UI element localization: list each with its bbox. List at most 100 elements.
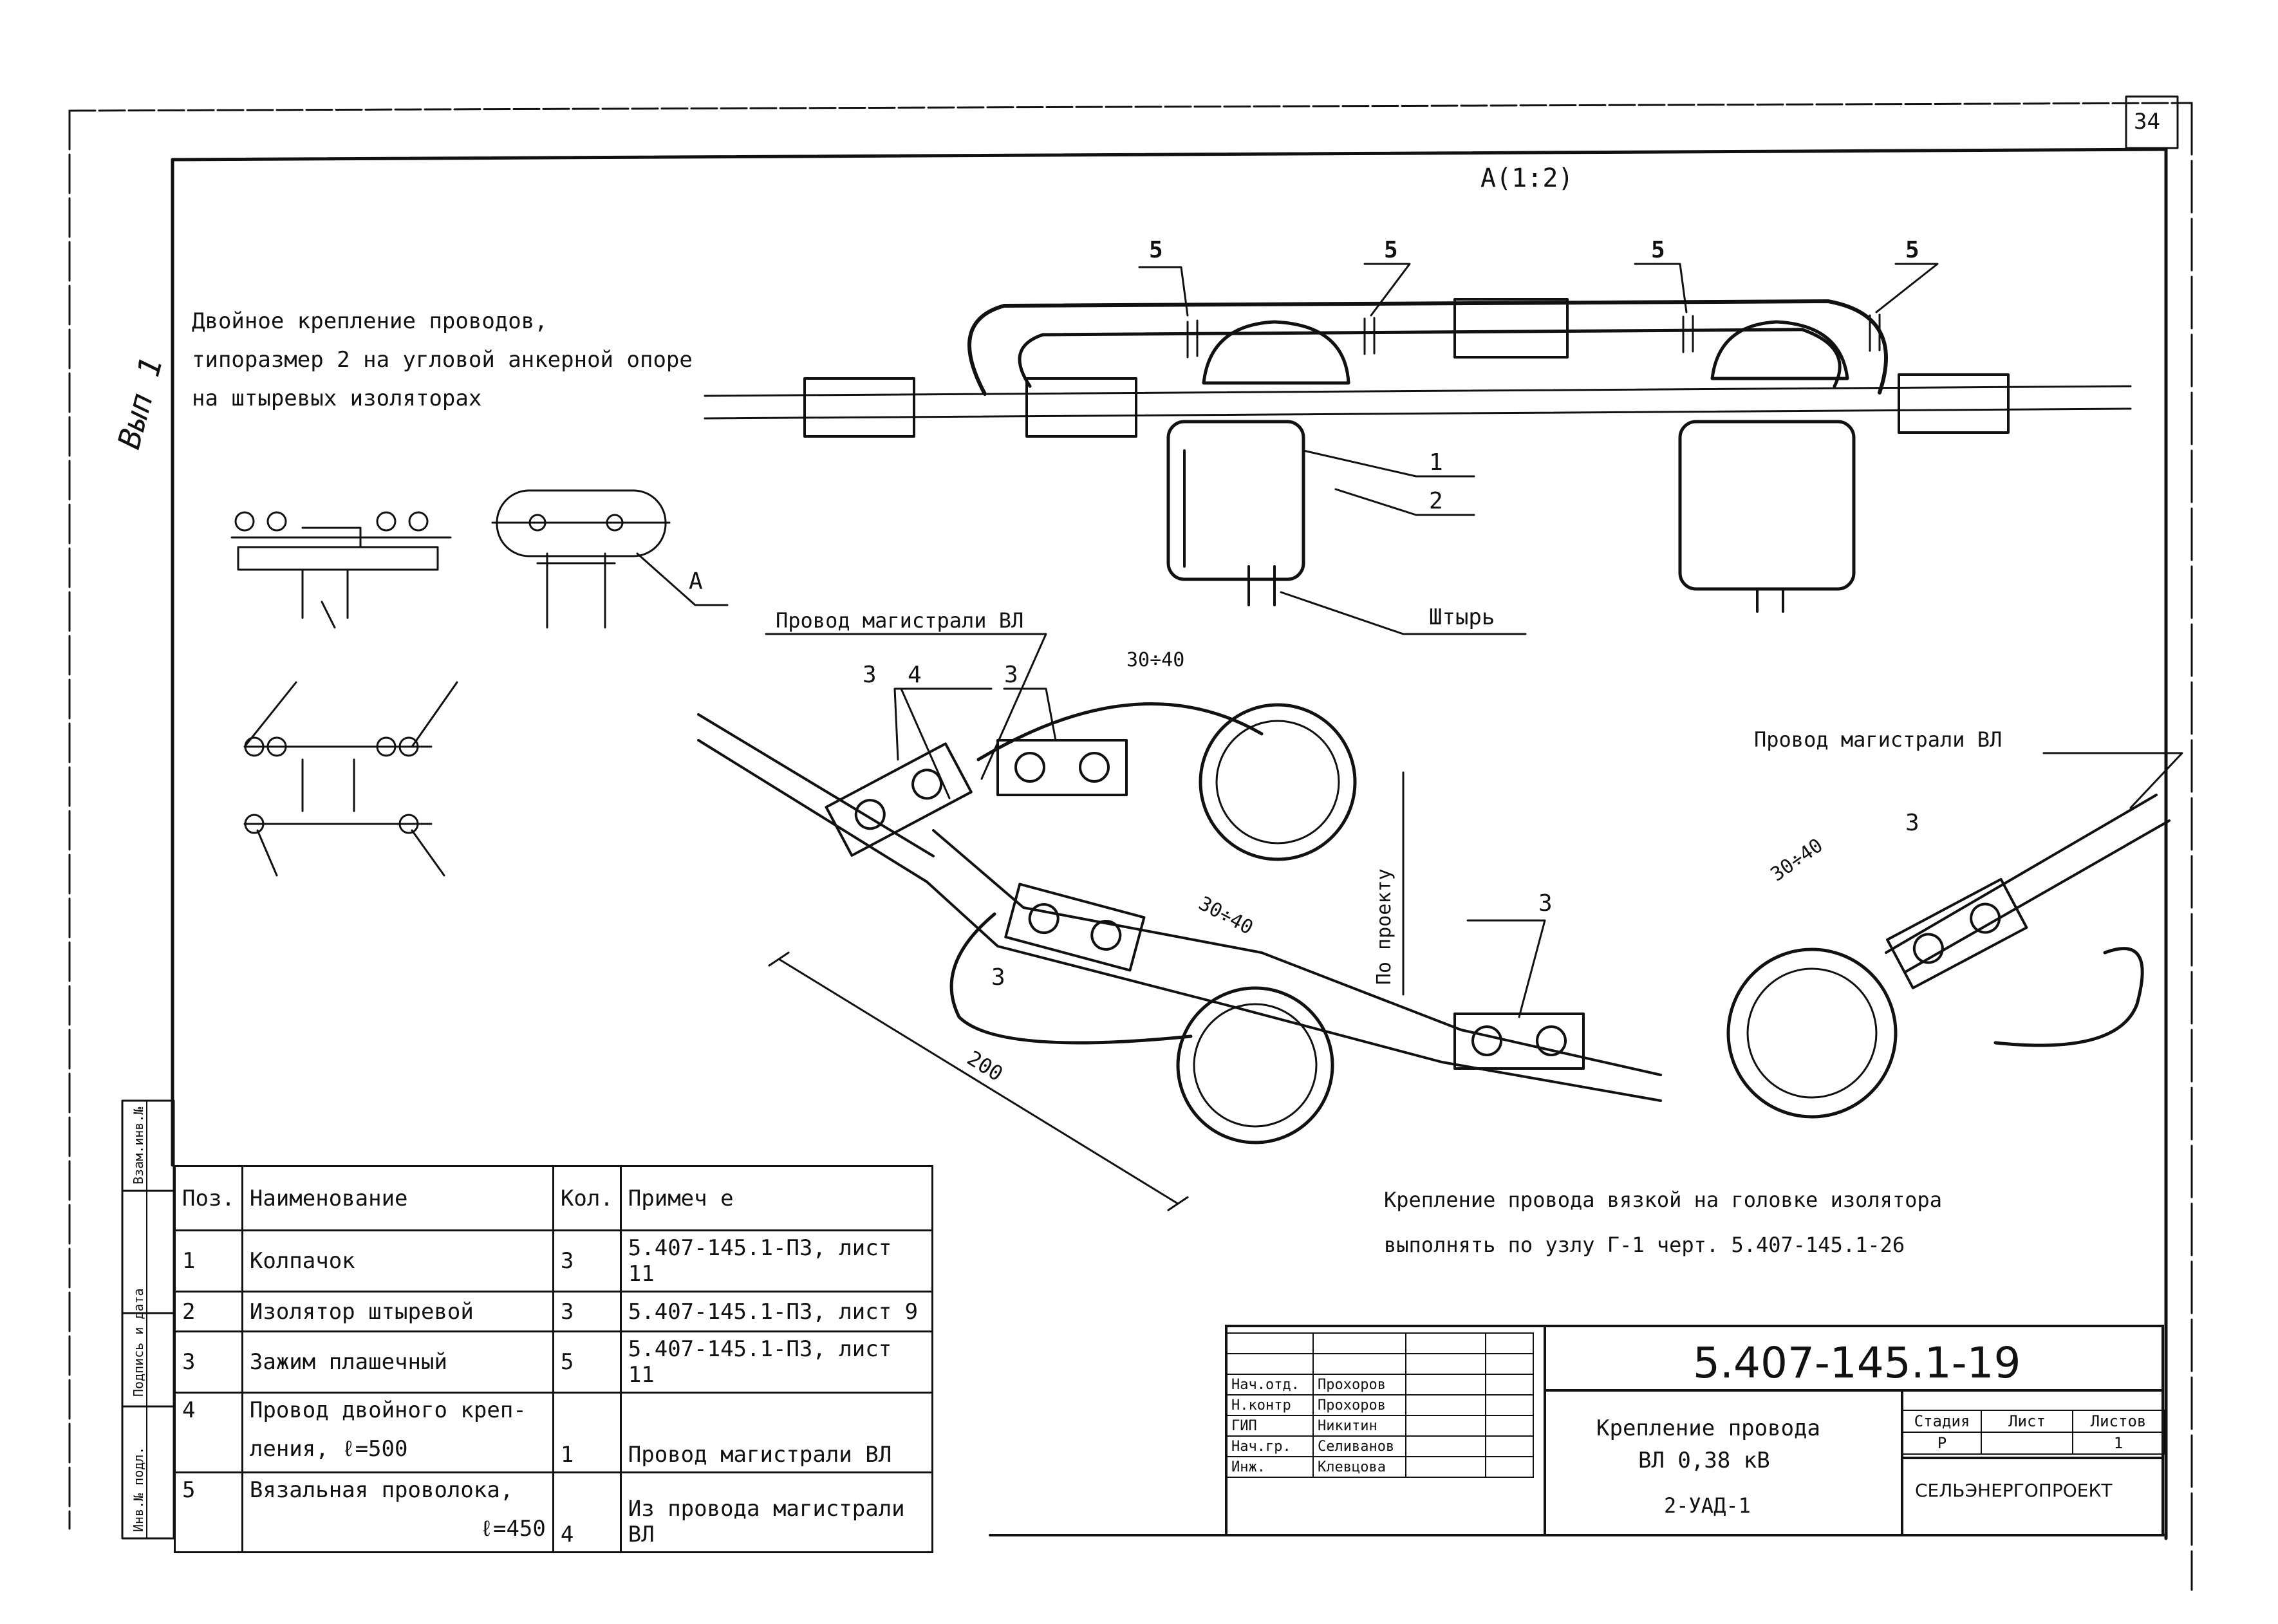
doc-number: 5.407-145.1-19 [1693, 1338, 2021, 1388]
callout-4: 4 [908, 662, 922, 688]
dim-by-project: По проекту [1373, 868, 1396, 985]
sheet-frame [68, 95, 2193, 1591]
callout-5-b: 5 [1384, 237, 1398, 263]
wire-label-left: Провод магистрали ВЛ [776, 608, 1023, 633]
spec-pos: 2 [174, 1291, 243, 1332]
callout-5-a: 5 [1149, 237, 1163, 263]
callout-a: А [689, 568, 703, 595]
spec-qty: 1 [552, 1392, 622, 1473]
stamp-role: Н.контр [1226, 1394, 1314, 1416]
callout-5-d: 5 [1905, 237, 1919, 263]
spec-qty: 3 [552, 1291, 622, 1332]
table-row: 4 Провод двойного креп-ления, ℓ=500 1 Пр… [174, 1392, 934, 1473]
sheets-value: 1 [2072, 1432, 2165, 1455]
spec-name: Колпачок [241, 1229, 554, 1293]
title-line-3: на штыревых изоляторах [192, 386, 481, 411]
spec-col-note: Примеч е [619, 1165, 934, 1231]
table-row: 2 Изолятор штыревой 3 5.407-145.1-ПЗ, ли… [174, 1291, 934, 1332]
stamp-row: Нач.гр.Селиванов [1226, 1435, 1534, 1457]
sheet-number: 34 [2134, 109, 2160, 135]
spec-note: Провод магистрали ВЛ [619, 1392, 934, 1473]
spec-qty: 4 [552, 1471, 622, 1553]
spec-pos: 5 [174, 1471, 243, 1553]
spec-note: 5.407-145.1-ПЗ, лист 9 [619, 1291, 934, 1332]
spec-name-line-1: Вязальная проволока, [249, 1477, 514, 1503]
stamp-name: Селиванов [1312, 1435, 1406, 1457]
spec-note: 5.407-145.1-ПЗ, лист 11 [619, 1229, 934, 1293]
spec-qty: 3 [552, 1229, 622, 1293]
dim-30-40-c: 30÷40 [1767, 834, 1827, 886]
spec-name-line-2: ℓ=450 [480, 1516, 546, 1542]
stamp-row [1226, 1332, 1534, 1354]
stamp-name: Никитин [1312, 1415, 1406, 1437]
sheet-value [1981, 1432, 2073, 1455]
callout-3-a: 3 [863, 662, 877, 688]
callout-5-c: 5 [1651, 237, 1665, 263]
side-stamp-1: Инв.№ подл. [131, 1447, 146, 1532]
title-block: 5.407-145.1-19 Крепление провода ВЛ 0,38… [1225, 1325, 2164, 1536]
spec-name: Зажим плашечный [241, 1330, 554, 1394]
stamp-name: Клевцова [1312, 1456, 1406, 1478]
callout-1: 1 [1429, 449, 1443, 476]
spec-name-line-1: Провод двойного креп- [249, 1397, 527, 1423]
view-a-elevation [704, 263, 2132, 635]
sheet-header: Лист [1981, 1410, 2073, 1433]
spec-pos: 3 [174, 1330, 243, 1394]
stamp-row: Нач.отд.Прохоров [1226, 1374, 1534, 1395]
table-row: 1 Колпачок 3 5.407-145.1-ПЗ, лист 11 [174, 1229, 934, 1293]
plan-view [697, 633, 2183, 1211]
callout-3-b: 3 [1004, 662, 1018, 688]
dim-30-40-a: 30÷40 [1126, 649, 1184, 671]
table-row: 5 Вязальная проволока, ℓ=450 4 Из провода… [174, 1471, 934, 1553]
callout-3-e: 3 [1905, 810, 1919, 836]
side-stamp-2: Подпись и дата [131, 1288, 146, 1397]
callout-pin: Штырь [1429, 604, 1495, 630]
stage-table: Стадия Лист Листов Р 1 [1902, 1410, 2165, 1455]
stamp-name: Прохоров [1312, 1394, 1406, 1416]
spec-header-row: Поз. Наименование Кол. Примеч е [174, 1165, 934, 1231]
drawing-code: 2-УАД-1 [1664, 1493, 1751, 1518]
stamp-role: Инж. [1226, 1456, 1314, 1478]
callout-3-d: 3 [1538, 890, 1553, 917]
margin-note: Вып 1 [111, 353, 169, 453]
table-row: 3 Зажим плашечный 5 5.407-145.1-ПЗ, лист… [174, 1330, 934, 1394]
stamp-role: Нач.отд. [1226, 1374, 1314, 1395]
wire-label-right: Провод магистрали ВЛ [1754, 727, 2002, 752]
dim-200: 200 [963, 1046, 1007, 1087]
stage-header-row: Стадия Лист Листов [1902, 1410, 2165, 1433]
callout-3-c: 3 [991, 964, 1005, 991]
sheets-header: Листов [2072, 1410, 2165, 1433]
callout-2: 2 [1429, 488, 1443, 514]
stamp-role: ГИП [1226, 1415, 1314, 1437]
organization: СЕЛЬЭНЕРГОПРОЕКТ [1915, 1480, 2113, 1501]
title-line-1: Двойное крепление проводов, [192, 308, 548, 334]
drawing-title-2: ВЛ 0,38 кВ [1638, 1448, 1770, 1473]
side-stamp [121, 1099, 175, 1540]
spec-pos: 4 [174, 1392, 243, 1473]
note-line-1: Крепление провода вязкой на головке изол… [1384, 1188, 1942, 1212]
dim-30-40-b: 30÷40 [1195, 892, 1256, 939]
stamp-row: Инж.Клевцова [1226, 1456, 1534, 1478]
title-line-2: типоразмер 2 на угловой анкерной опоре [192, 347, 693, 373]
overview-binding [243, 681, 458, 877]
specification-table: Поз. Наименование Кол. Примеч е 1 Колпач… [174, 1165, 934, 1553]
stamp-name: Прохоров [1312, 1374, 1406, 1395]
spec-col-pos: Поз. [174, 1165, 243, 1231]
spec-name: Изолятор штыревой [241, 1291, 554, 1332]
spec-col-name: Наименование [241, 1165, 554, 1231]
stamp-row [1226, 1353, 1534, 1375]
side-stamp-3: Взам.инв.№ [131, 1106, 146, 1184]
spec-note: 5.407-145.1-ПЗ, лист 11 [619, 1330, 934, 1394]
spec-name: Провод двойного креп-ления, ℓ=500 [241, 1392, 554, 1473]
spec-name-line-2: ления, ℓ=500 [249, 1436, 408, 1462]
spec-name: Вязальная проволока, ℓ=450 [241, 1471, 554, 1553]
spec-qty: 5 [552, 1330, 622, 1394]
stage-value-row: Р 1 [1902, 1432, 2165, 1455]
spec-note: Из провода магистрали ВЛ [619, 1471, 934, 1553]
drawing-title-1: Крепление провода [1596, 1415, 1820, 1441]
spec-pos: 1 [174, 1229, 243, 1293]
stamp-role: Нач.гр. [1226, 1435, 1314, 1457]
